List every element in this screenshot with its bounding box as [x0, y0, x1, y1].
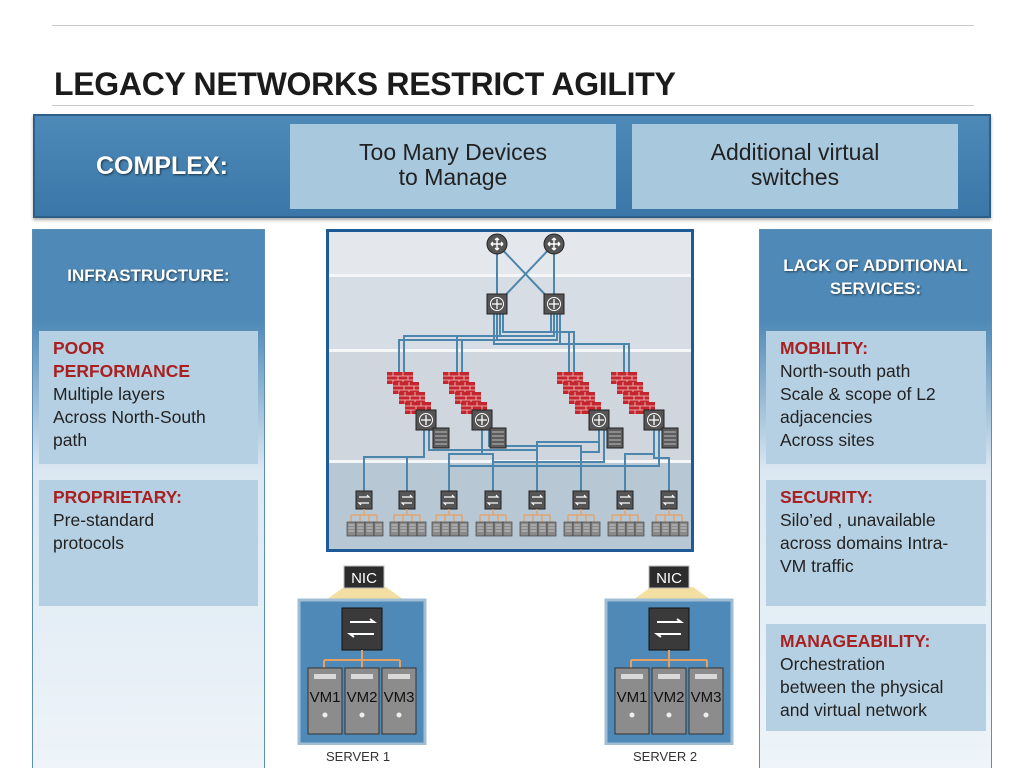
- vswitch-links: [630, 650, 708, 668]
- manageability-card: MANAGEABILITY: Orchestration between the…: [766, 624, 986, 731]
- card-title: PERFORMANCE: [53, 361, 191, 381]
- card-text: between the physical: [780, 677, 944, 697]
- nic-label: NIC: [656, 570, 682, 587]
- card-title: MOBILITY:: [780, 338, 869, 358]
- l3-switch-icon: [415, 409, 437, 431]
- switch-icon: [398, 490, 416, 510]
- server-icon: [344, 667, 380, 735]
- mobility-card: MOBILITY: North-south path Scale & scope…: [766, 331, 986, 464]
- switch-icon: [355, 490, 373, 510]
- security-card: SECURITY: Silo’ed , unavailable across d…: [766, 480, 986, 606]
- appliance-icon: [606, 427, 624, 449]
- l3-switch-icon: [643, 409, 665, 431]
- virtual-switch-icon: [341, 607, 383, 651]
- proprietary-card: PROPRIETARY: Pre-standard protocols: [39, 480, 258, 606]
- card-text: protocols: [53, 533, 125, 553]
- banner-box-virtual-switches: Additional virtual switches: [632, 124, 958, 209]
- virtual-switch-icon: [648, 607, 690, 651]
- vm-label: VM3: [384, 689, 415, 706]
- server-icon: [614, 667, 650, 735]
- switch-icon: [660, 490, 678, 510]
- network-diagram: [326, 229, 694, 552]
- server-caption: SERVER 2: [633, 749, 698, 764]
- banner-box-line: Additional virtual: [710, 139, 880, 165]
- switch-icon: [528, 490, 546, 510]
- vswitch-links: [323, 650, 401, 668]
- arrows-icon: [347, 618, 377, 638]
- vm-label: VM1: [617, 689, 648, 706]
- router-icon: [543, 233, 565, 255]
- vm-label: VM2: [347, 689, 378, 706]
- banner-label: COMPLEX:: [96, 152, 228, 180]
- vm-label: VM1: [310, 689, 341, 706]
- server-2: NIC VM1 VM2 VM3: [604, 565, 734, 745]
- banner-box-too-many-devices: Too Many Devices to Manage: [290, 124, 616, 209]
- card-text: VM traffic: [780, 556, 854, 576]
- infrastructure-heading: INFRASTRUCTURE:: [67, 266, 230, 285]
- card-title: PROPRIETARY:: [53, 487, 182, 507]
- heading-line: LACK OF ADDITIONAL: [783, 256, 968, 275]
- card-text: Across North-South: [53, 407, 206, 427]
- card-text: Orchestration: [780, 654, 886, 674]
- server-icon: [651, 667, 687, 735]
- heading-line: SERVICES:: [829, 279, 922, 298]
- nic-label: NIC: [351, 570, 377, 587]
- server-icon: [688, 667, 724, 735]
- l3-switch-icon: [471, 409, 493, 431]
- nic-badge: [648, 565, 690, 589]
- card-title: POOR: [53, 338, 105, 358]
- appliance-icon: [661, 427, 679, 449]
- switch-icon: [440, 490, 458, 510]
- card-text: Scale & scope of L2: [780, 384, 936, 404]
- l3-switch-icon: [543, 293, 565, 315]
- switch-icon: [484, 490, 502, 510]
- appliance-icon: [432, 427, 450, 449]
- server-icon: [381, 667, 417, 735]
- card-text: across domains Intra-: [780, 533, 949, 553]
- l3-switch-icon: [486, 293, 508, 315]
- services-heading: LACK OF ADDITIONAL SERVICES:: [760, 254, 991, 300]
- banner-box-line: Too Many Devices: [359, 139, 547, 165]
- card-title: SECURITY:: [780, 487, 874, 507]
- title-rule: [52, 105, 974, 106]
- page-title: LEGACY NETWORKS RESTRICT AGILITY: [54, 66, 676, 102]
- card-text: North-south path: [780, 361, 911, 381]
- server-1: NIC VM1 VM2 VM3: [297, 565, 427, 745]
- vm-label: VM3: [691, 689, 722, 706]
- card-text: path: [53, 430, 88, 450]
- poor-performance-card: POOR PERFORMANCE Multiple layers Across …: [39, 331, 258, 464]
- card-text: Silo’ed , unavailable: [780, 510, 936, 530]
- banner-box-line: switches: [750, 164, 840, 190]
- router-icon: [486, 233, 508, 255]
- network-topology: [329, 232, 691, 549]
- server-caption: SERVER 1: [326, 749, 391, 764]
- switch-icon: [572, 490, 590, 510]
- card-text: Multiple layers: [53, 384, 165, 404]
- card-text: and virtual network: [780, 700, 927, 720]
- card-text: Pre-standard: [53, 510, 155, 530]
- switch-icon: [616, 490, 634, 510]
- nic-beam: [633, 587, 711, 600]
- vm-label: VM2: [654, 689, 685, 706]
- card-text: adjacencies: [780, 407, 873, 427]
- nic-badge: [343, 565, 385, 589]
- l3-switch-icon: [588, 409, 610, 431]
- banner-box-line: to Manage: [398, 164, 508, 190]
- card-text: Across sites: [780, 430, 875, 450]
- card-title: MANAGEABILITY:: [780, 631, 931, 651]
- appliance-icon: [489, 427, 507, 449]
- server-icon: [307, 667, 343, 735]
- nic-beam: [326, 587, 404, 600]
- arrows-icon: [654, 618, 684, 638]
- top-rule: [52, 25, 974, 26]
